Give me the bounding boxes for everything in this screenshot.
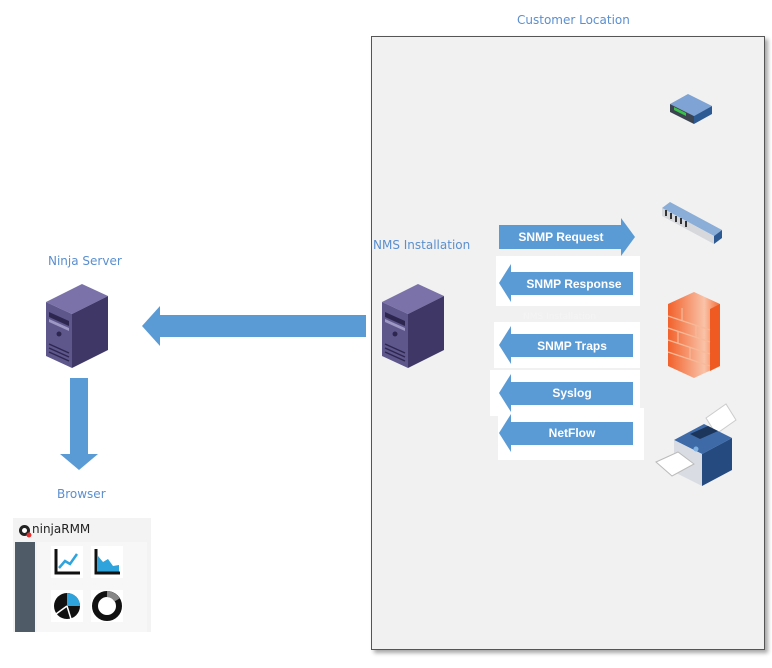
flow-arrow-snmp-response: SNMP Response (499, 264, 633, 302)
browser-label: Browser (57, 487, 106, 501)
flow-label: SNMP Traps (537, 339, 607, 353)
ninjarmm-sidebar (15, 542, 35, 632)
ninjarmm-logo-icon (18, 523, 32, 542)
line-chart-icon (51, 546, 83, 582)
flow-arrow-snmp-request: SNMP Request (499, 218, 635, 256)
router-icon (666, 92, 716, 132)
flow-arrow-snmp-traps: SNMP Traps (499, 326, 633, 364)
switch-icon (660, 200, 724, 248)
ninja-to-browser-arrow (60, 378, 98, 474)
firewall-icon (666, 290, 722, 384)
ninja-server-label: Ninja Server (48, 254, 122, 268)
flow-arrow-netflow: NetFlow (499, 414, 633, 452)
nms-to-ninja-arrow (142, 306, 366, 350)
ninjarmm-title: ninjaRMM (32, 522, 91, 536)
ninjarmm-dashboard (37, 542, 147, 632)
flow-arrow-syslog: Syslog (499, 374, 633, 412)
flow-label: SNMP Request (518, 230, 604, 244)
ninja-server-icon (44, 282, 110, 374)
flow-label: Syslog (552, 386, 592, 400)
printer-icon (654, 400, 738, 494)
area-chart-icon (91, 546, 123, 582)
customer-location-label: Customer Location (517, 13, 630, 27)
nms-server-icon (380, 282, 446, 374)
flow-label: SNMP Response (526, 277, 622, 291)
faded-nms-label: NMS Installation (523, 312, 596, 322)
pie-chart-icon (51, 590, 83, 626)
flow-label: NetFlow (548, 426, 596, 440)
ninjarmm-browser-card: ninjaRMM (13, 518, 151, 632)
nms-installation-label: NMS Installation (373, 238, 471, 252)
donut-chart-icon (91, 590, 123, 626)
